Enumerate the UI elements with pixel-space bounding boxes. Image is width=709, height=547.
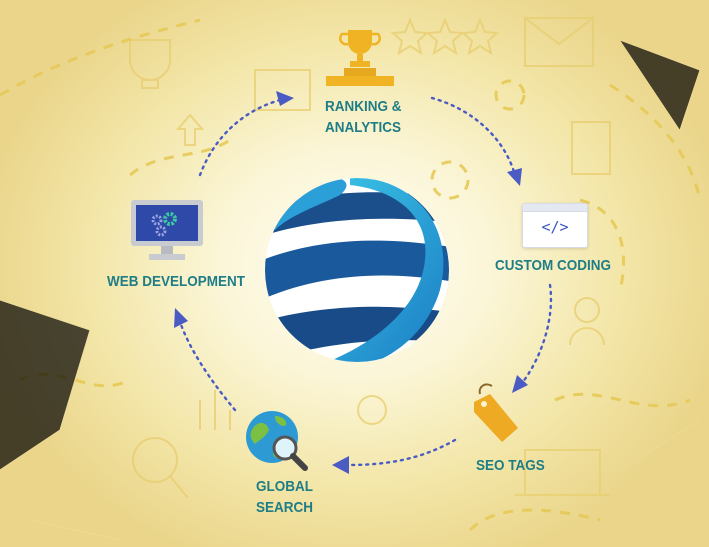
bg-magnifier-icon bbox=[132, 437, 178, 483]
bg-tablet-icon bbox=[571, 121, 611, 175]
arrow-head-icon bbox=[507, 168, 522, 186]
custom-coding-label: CUSTOM CODING bbox=[495, 257, 612, 274]
bg-trophy-icon bbox=[129, 39, 171, 89]
seo-tags-label: SEO TAGS bbox=[476, 457, 545, 474]
arrow-head-icon bbox=[512, 375, 528, 393]
arrow-head-icon bbox=[332, 456, 349, 474]
label-line: ANALYTICS bbox=[325, 119, 402, 136]
web-development-label: WEB DEVELOPMENT bbox=[107, 273, 246, 290]
label-line: RANKING & bbox=[325, 98, 402, 115]
global-search-label: GLOBAL SEARCH bbox=[256, 476, 313, 518]
bg-coin-icon bbox=[357, 395, 387, 425]
code-window-icon: </> bbox=[522, 203, 588, 248]
arrow-head-icon bbox=[174, 308, 188, 328]
label-line: GLOBAL bbox=[256, 478, 313, 495]
price-tag-icon bbox=[466, 382, 526, 444]
bg-folder-icon bbox=[254, 69, 311, 111]
trophy-icon bbox=[324, 28, 396, 88]
bg-laptop-icon bbox=[515, 449, 610, 496]
bg-mail-icon bbox=[524, 17, 594, 67]
ranking-analytics-label: RANKING & ANALYTICS bbox=[325, 96, 402, 138]
globe-magnifier-icon bbox=[245, 410, 309, 474]
label-line: SEARCH bbox=[256, 499, 314, 516]
monitor-gears-icon bbox=[131, 200, 203, 264]
arrow-head-icon bbox=[276, 91, 294, 106]
code-glyph: </> bbox=[541, 218, 569, 236]
cycle-arrows bbox=[178, 96, 553, 467]
